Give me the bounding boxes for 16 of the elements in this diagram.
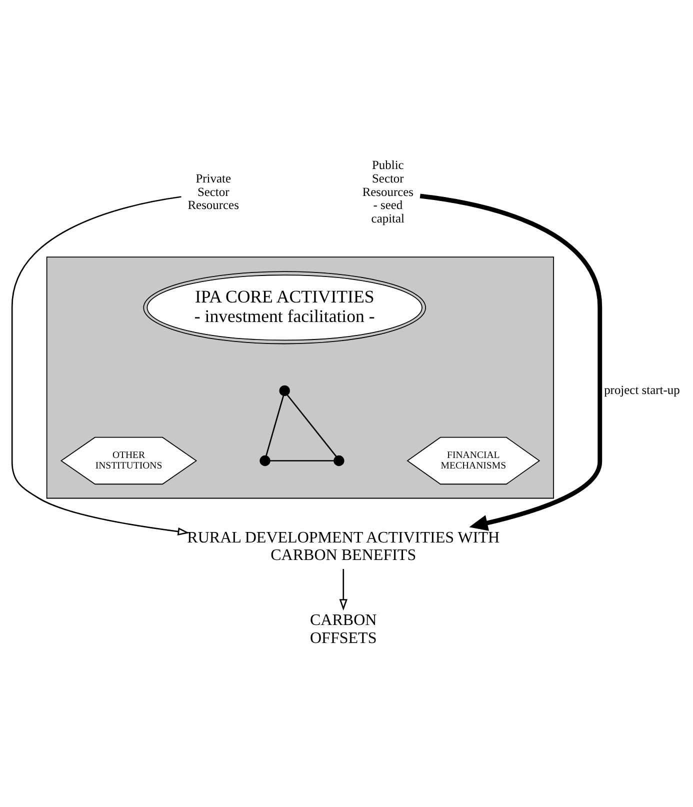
edge-label: project start-up	[604, 383, 680, 397]
connector	[270, 460, 334, 462]
node-text: CARBON OFFSETS	[310, 612, 377, 647]
node-text: Public Sector Resources - seed capital	[362, 158, 414, 226]
arrow	[11, 196, 190, 536]
node-circle	[260, 455, 270, 466]
node-ellipse: IPA CORE ACTIVITIES - investment facilitation -	[143, 271, 426, 344]
connector	[286, 394, 337, 457]
cluster	[46, 256, 554, 499]
node-circle	[279, 385, 290, 396]
node-text: RURAL DEVELOPMENT ACTIVITIES WITH CARBON BENEFITS	[187, 529, 500, 564]
node-text: Private Sector Resources	[188, 171, 239, 212]
arrow	[339, 569, 348, 611]
connector	[266, 395, 284, 456]
arrow	[420, 194, 602, 531]
node-circle	[334, 455, 344, 466]
